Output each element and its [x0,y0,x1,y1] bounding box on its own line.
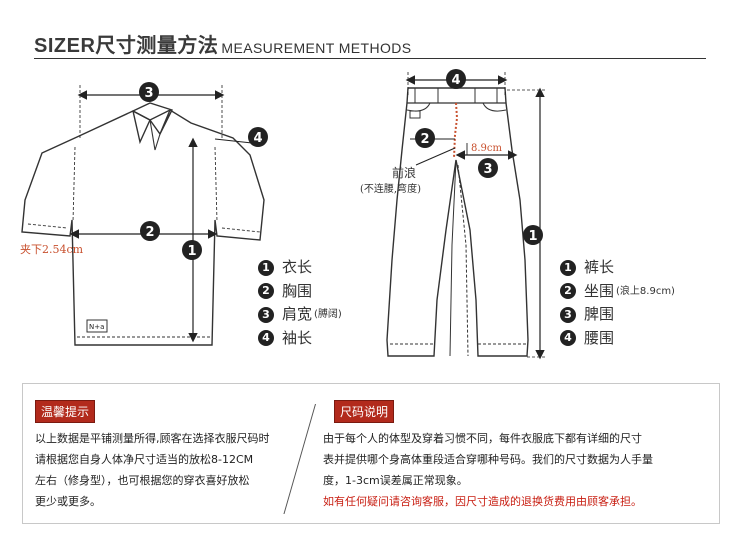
marker-1-pants [523,225,543,245]
marker-4-shirt-label: 4 [253,131,262,146]
sleeve-length-line [214,138,253,144]
size-text: 由于每个人的体型及穿着习惯不同，每件衣服底下都有详细的尺寸 表并提供哪个身高体重… [323,428,711,512]
tshirt-left-sleeve-seam [72,146,76,223]
legend-number: 3 [560,306,576,323]
armpit-note: 夹下2.54cm [20,243,84,256]
tshirt-right-sleeve-seam [214,146,218,223]
shirt-legend-row: 4 袖长 [258,327,342,351]
shirt-legend-row: 2 胸围 [258,280,342,304]
header-divider [34,58,706,59]
legend-label: 坐围 [584,281,615,300]
pants-legend-row: 4 腰围 [560,327,675,351]
marker-2-pants [415,128,435,148]
pants-belt-loops [414,88,498,103]
marker-1-shirt-label: 1 [187,244,196,259]
tshirt-collar [131,102,173,145]
tips-line: 更少或更多。 [35,495,101,508]
pants-inseam-right [457,164,469,357]
shirt-legend-row: 3 肩宽 (膊阔) [258,303,342,327]
marker-3-shirt-label: 3 [144,86,153,101]
front-rise-note: (不连腰,弯度) [360,182,421,195]
tips-line: 以上数据是平铺测量所得,顾客在选择衣服尺码时 [35,432,270,445]
tips-title-badge: 温馨提示 [35,400,96,423]
legend-label: 脾围 [584,305,615,323]
legend-label: 胸围 [282,281,313,300]
header-title-en: MEASUREMENT METHODS [221,40,412,56]
marker-1-shirt [182,240,202,260]
marker-3-pants [478,158,498,178]
pants-label-patch [409,110,421,119]
size-title-badge: 尺码说明 [334,400,395,423]
legend-number: 3 [258,306,274,323]
size-warning: 如有任何疑问请咨询客服，因尺寸造成的退换货费用由顾客承担。 [323,495,642,508]
pants-inseam-left [449,159,457,357]
pants-outline [386,87,529,357]
tshirt-tag-box [86,319,108,333]
tshirt-left-hem [27,223,68,229]
marker-2-shirt-label: 2 [145,225,154,240]
legend-label: 袖长 [282,328,313,347]
pants-legend-row: 3 脾围 [560,303,675,327]
tips-line: 请根据您自身人体净尺寸适当的放松8-12CM [35,453,254,466]
tips-text: 以上数据是平铺测量所得,顾客在选择衣服尺码时 请根据您自身人体净尺寸适当的放松8… [35,428,320,512]
marker-4-pants [446,69,466,89]
legend-number: 2 [560,283,576,300]
marker-4-pants-label: 4 [451,73,460,88]
marker-3-shirt [139,82,159,102]
pants-legend: 1 裤长 2 坐围 (浪上8.9cm) 3 脾围 4 腰围 [560,256,675,350]
hip-height-note: 8.9cm [471,143,503,154]
marker-4-shirt [248,127,268,147]
front-rise-pointer [415,147,456,166]
shirt-legend: 1 衣长 2 胸围 3 肩宽 (膊阔) 4 袖长 [258,256,342,350]
notes-panel: 温馨提示 尺码说明 以上数据是平铺测量所得,顾客在选择衣服尺码时 请根据您自身人… [22,383,720,524]
size-line: 表并提供哪个身高体重段适合穿哪种号码。我们的尺寸数据为人手量 [323,453,653,466]
pants-legend-row: 2 坐围 (浪上8.9cm) [560,280,675,304]
legend-label: 裤长 [584,258,615,276]
legend-label: 肩宽 [282,305,313,323]
tshirt-tag-text: N+a [89,323,104,331]
marker-2-shirt [140,221,160,241]
shirt-legend-row: 1 衣长 [258,256,342,280]
legend-number: 4 [560,330,576,347]
legend-number: 2 [258,283,274,300]
section-header: SIZER尺寸测量方法 MEASUREMENT METHODS [34,30,412,58]
pants-pocket-right [482,102,507,112]
legend-number: 1 [258,259,274,276]
size-line: 度，1-3cm误差属正常现象。 [323,474,468,487]
header-title-cn: SIZER尺寸测量方法 [34,35,219,57]
pants-legend-row: 1 裤长 [560,256,675,280]
tshirt-right-hem [221,227,261,233]
tshirt-collar-fold [149,119,161,151]
pants-figure [386,87,529,357]
marker-1-pants-label: 1 [528,229,537,244]
legend-number: 4 [258,330,274,347]
legend-label: 腰围 [584,328,615,347]
legend-note: (浪上8.9cm) [616,285,675,297]
legend-label: 衣长 [282,258,313,276]
marker-2-pants-label: 2 [420,132,429,147]
measurement-diagrams: N+a 3 4 2 1 夹下2.54cm [20,69,546,360]
size-line: 由于每个人的体型及穿着习惯不同，每件衣服底下都有详细的尺寸 [323,432,642,445]
marker-3-pants-label: 3 [483,162,492,177]
front-rise-label: 前浪 [392,165,416,180]
tips-line: 左右（修身型），也可根据您的穿衣喜好放松 [35,474,250,487]
legend-number: 1 [560,259,576,276]
legend-note: (膊阔) [314,309,342,320]
